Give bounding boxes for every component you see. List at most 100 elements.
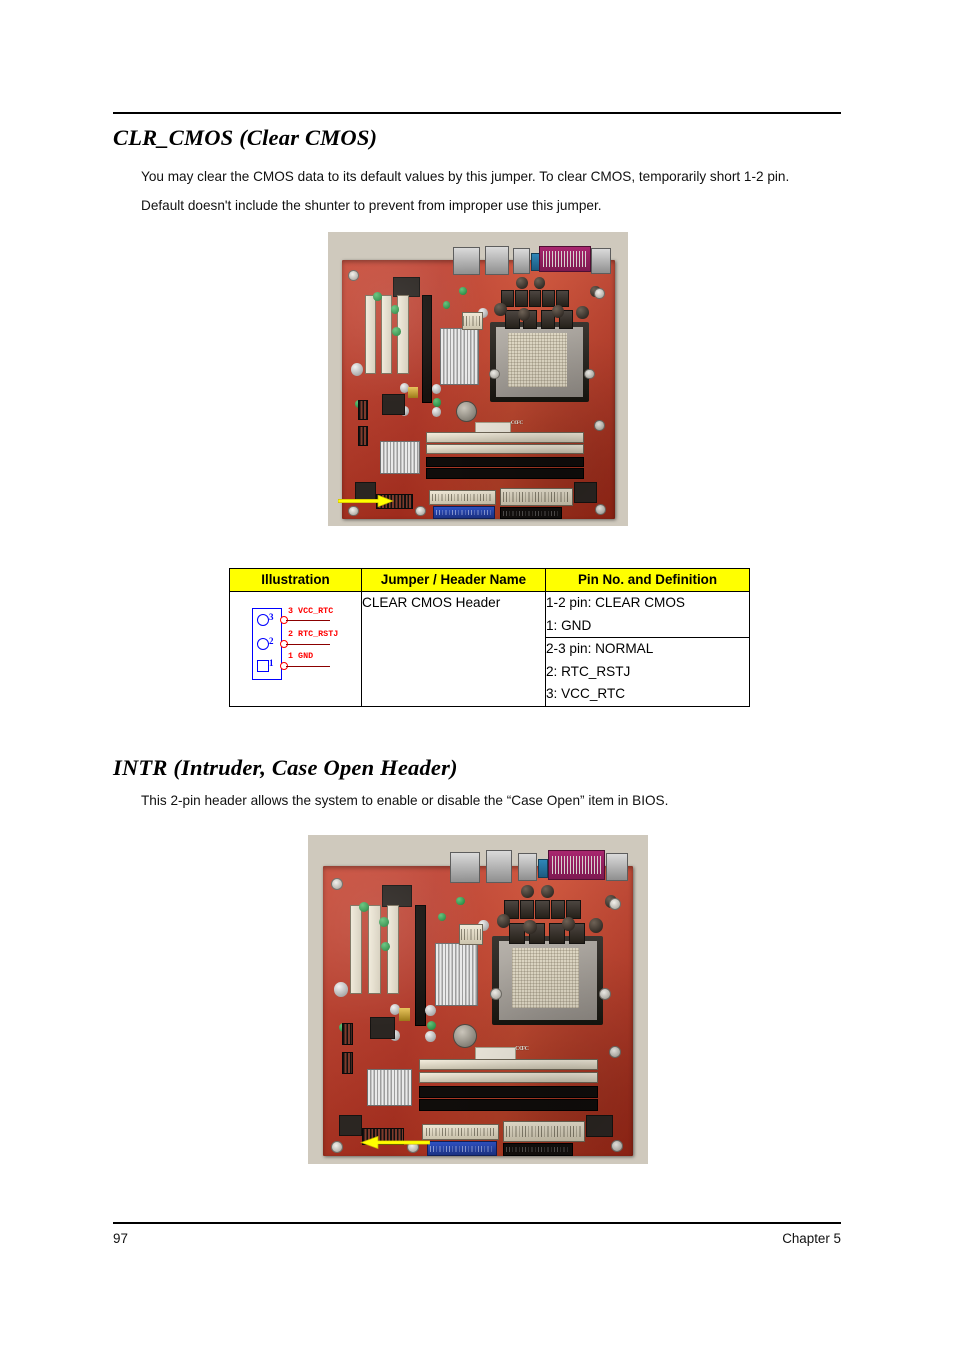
cpu-socket-pin-grid xyxy=(508,333,568,387)
mounting-hole-8 xyxy=(611,1139,623,1152)
mounting-hole-4 xyxy=(584,368,596,380)
cmos-battery xyxy=(456,400,478,423)
motherboard-photo-clr-cmos: C€FC xyxy=(328,232,628,526)
capacitor-2 xyxy=(516,276,528,289)
io-lan-port xyxy=(518,853,538,882)
northbridge-chip xyxy=(393,276,420,297)
callout-arrow-right-icon xyxy=(338,494,394,508)
atx-12v-connector xyxy=(459,924,484,945)
capacitor-6 xyxy=(589,918,604,933)
jumper-pin-3-label: 3 VCC_RTC xyxy=(288,606,334,616)
definition-line: 1-2 pin: CLEAR CMOS xyxy=(546,595,686,610)
capacitor-9 xyxy=(334,982,349,997)
capacitor-green-7 xyxy=(426,1021,437,1031)
footer-page-number: 97 xyxy=(113,1231,128,1246)
definition-line: 1: GND xyxy=(546,617,592,633)
floppy-connector xyxy=(422,1123,499,1141)
ce-mark: C€FC xyxy=(510,420,524,427)
io-parallel-shield xyxy=(485,850,513,883)
mosfet-6 xyxy=(508,922,525,944)
footer-rule xyxy=(113,1222,841,1224)
capacitor-12 xyxy=(400,382,410,393)
jumper-block-gold xyxy=(399,1008,410,1022)
jumper-pin-1-label: 1 GND xyxy=(288,651,314,661)
section-body-intr: This 2-pin header allows the system to e… xyxy=(141,793,669,808)
mosfet-2 xyxy=(519,899,535,919)
column-header-jumper-name: Jumper / Header Name xyxy=(361,568,546,592)
mounting-hole-4 xyxy=(598,987,611,1000)
capacitor-6 xyxy=(576,306,589,320)
io-lan-port xyxy=(513,248,531,274)
capacitor-green-1 xyxy=(372,292,382,302)
capacitor-green-3 xyxy=(380,941,391,952)
mounting-hole-1 xyxy=(331,877,343,890)
capacitor-green-2 xyxy=(378,916,389,927)
mounting-hole-5 xyxy=(594,420,605,432)
mosfet-8 xyxy=(549,922,566,944)
super-io-chip xyxy=(369,1016,395,1040)
mosfet-4 xyxy=(542,289,556,308)
dimm-slot-1 xyxy=(426,431,584,443)
mounting-hole-3 xyxy=(488,368,500,380)
dimm-slot-1 xyxy=(419,1058,598,1071)
io-parallel-shield xyxy=(484,245,509,275)
pcie-x16-slot xyxy=(422,294,433,403)
dimm-slot-4 xyxy=(426,468,584,479)
southbridge-heatsink xyxy=(366,1068,412,1106)
ide-connector-black xyxy=(499,506,562,520)
capacitor-4 xyxy=(517,307,530,321)
cpu-socket-frame xyxy=(490,322,589,403)
illustration-cell: 3 3 VCC_RTC 2 2 RTC_RSTJ 1 xyxy=(229,591,362,707)
jumper-pin-1-lead xyxy=(286,666,330,668)
cpu-socket-plate xyxy=(498,941,597,1021)
ide-connector-blue xyxy=(426,1141,497,1157)
pin-header-left-2 xyxy=(341,1051,354,1074)
table-row: 2-3 pin: NORMAL 2: RTC_RSTJ 3: VCC_RTC xyxy=(230,637,750,707)
pin-header-left-1 xyxy=(341,1022,354,1045)
column-header-illustration: Illustration xyxy=(229,568,362,592)
dimm-slot-4 xyxy=(419,1099,598,1111)
table-header-row: Illustration Jumper / Header Name Pin No… xyxy=(229,568,750,592)
io-ps2-ports xyxy=(453,247,480,275)
jumper-pin-3-lead xyxy=(286,620,330,622)
dimm-slot-3 xyxy=(426,456,584,468)
jumper-pin-3-shape xyxy=(257,614,269,626)
mounting-hole-2 xyxy=(594,288,605,300)
floppy-connector xyxy=(428,490,497,506)
ide-connector-blue xyxy=(432,505,495,520)
capacitor-3 xyxy=(541,885,555,899)
io-usb-stack xyxy=(606,853,629,882)
pci-slot-2 xyxy=(381,294,393,375)
dimm-slot-2 xyxy=(426,443,584,455)
section-body-clr-cmos: You may clear the CMOS data to its defau… xyxy=(141,162,789,220)
pin-header-left-2 xyxy=(357,425,369,446)
pin-header-left-1 xyxy=(357,399,369,420)
ide-connector-black xyxy=(502,1142,573,1157)
dimm-slot-2 xyxy=(419,1071,598,1084)
mosfet-5 xyxy=(566,899,581,919)
capacitor-green-3 xyxy=(392,327,401,336)
super-io-chip xyxy=(382,394,405,415)
capacitor-8 xyxy=(477,919,490,932)
motherboard-board: C€FC xyxy=(341,245,615,520)
capacitor-green-5 xyxy=(456,896,465,906)
chipset-heatsink xyxy=(439,328,479,385)
pcie-x16-slot xyxy=(414,905,426,1027)
mosfet-8 xyxy=(540,310,556,330)
pci-slot-1 xyxy=(364,294,376,375)
mounting-hole-6 xyxy=(348,505,360,517)
jumper-pin-2-number: 2 xyxy=(269,636,274,646)
capacitor-10 xyxy=(431,384,441,394)
jumper-diagram: 3 3 VCC_RTC 2 2 RTC_RSTJ 1 xyxy=(252,602,360,690)
pci-slot-2 xyxy=(368,905,381,995)
jumper-name-cell: CLEAR CMOS Header xyxy=(361,591,546,707)
mounting-hole-7 xyxy=(415,505,426,517)
definition-line: 2: RTC_RSTJ xyxy=(546,663,631,679)
audio-codec-chip xyxy=(338,1115,363,1137)
chipset-heatsink xyxy=(434,942,479,1006)
capacitor-5 xyxy=(551,305,564,319)
capacitor-green-2 xyxy=(390,305,400,314)
capacitor-11 xyxy=(425,1031,436,1043)
mounting-hole-2 xyxy=(609,898,622,910)
